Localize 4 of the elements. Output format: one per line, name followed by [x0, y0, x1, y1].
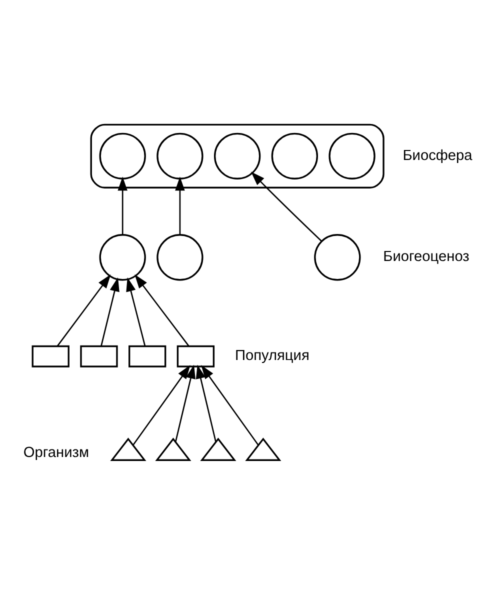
label: Биосфера: [402, 148, 472, 164]
label: Биогеоценоз: [382, 249, 469, 266]
label: Популяция: [234, 348, 309, 364]
label: Организм: [22, 444, 89, 461]
